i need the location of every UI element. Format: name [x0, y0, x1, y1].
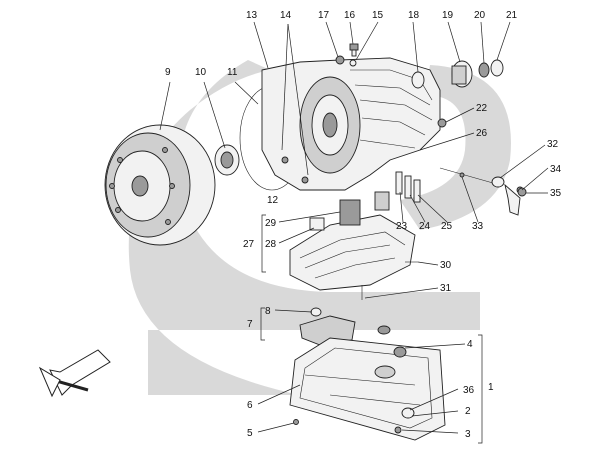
callout-11: 11	[227, 67, 238, 78]
group-brackets	[260, 214, 483, 444]
oil-pan	[289, 337, 446, 441]
callout-10: 10	[195, 67, 207, 78]
selector-shaft-parts	[439, 167, 527, 216]
callout-22: 22	[476, 103, 488, 114]
callout-36: 36	[463, 385, 475, 396]
valve-body	[289, 199, 418, 300]
callout-34: 34	[550, 164, 562, 175]
oil-seal	[214, 144, 240, 176]
callout-18: 18	[408, 10, 420, 21]
callout-2: 2	[465, 406, 471, 417]
callout-31: 31	[440, 283, 452, 294]
small-cylinders	[374, 171, 421, 211]
callout-7: 7	[247, 319, 253, 330]
callout-20: 20	[474, 10, 486, 21]
callout-25: 25	[441, 221, 453, 232]
callout-6: 6	[247, 400, 253, 411]
callout-28: 28	[265, 239, 277, 250]
callout-35: 35	[550, 188, 562, 199]
callout-26: 26	[476, 128, 488, 139]
callout-15: 15	[372, 10, 384, 21]
callout-33: 33	[472, 221, 484, 232]
callout-29: 29	[265, 218, 277, 229]
callout-27: 27	[243, 239, 255, 250]
callout-14: 14	[280, 10, 292, 21]
callouts: 1 2 3 4 5 6 7 8 9 10 11 12 13 14 15 16 1…	[165, 10, 562, 440]
callout-3: 3	[465, 429, 471, 440]
breather-parts	[335, 43, 359, 67]
callout-23: 23	[396, 221, 408, 232]
callout-19: 19	[442, 10, 454, 21]
callout-5: 5	[247, 428, 253, 439]
callout-21: 21	[506, 10, 518, 21]
callout-16: 16	[344, 10, 356, 21]
callout-9: 9	[165, 67, 171, 78]
callout-13: 13	[246, 10, 258, 21]
callout-32: 32	[547, 139, 559, 150]
leader-lines	[159, 21, 549, 434]
front-direction-arrow-icon	[38, 349, 111, 398]
callout-30: 30	[440, 260, 452, 271]
plug	[437, 118, 447, 128]
torque-converter	[104, 124, 216, 246]
background-band	[128, 60, 511, 395]
callout-4: 4	[467, 339, 473, 350]
transmission-housing	[261, 57, 441, 191]
callout-24: 24	[419, 221, 431, 232]
output-parts	[411, 59, 504, 89]
callout-12: 12	[267, 195, 279, 206]
callout-17: 17	[318, 10, 330, 21]
callout-8: 8	[265, 306, 271, 317]
callout-1: 1	[488, 382, 494, 393]
